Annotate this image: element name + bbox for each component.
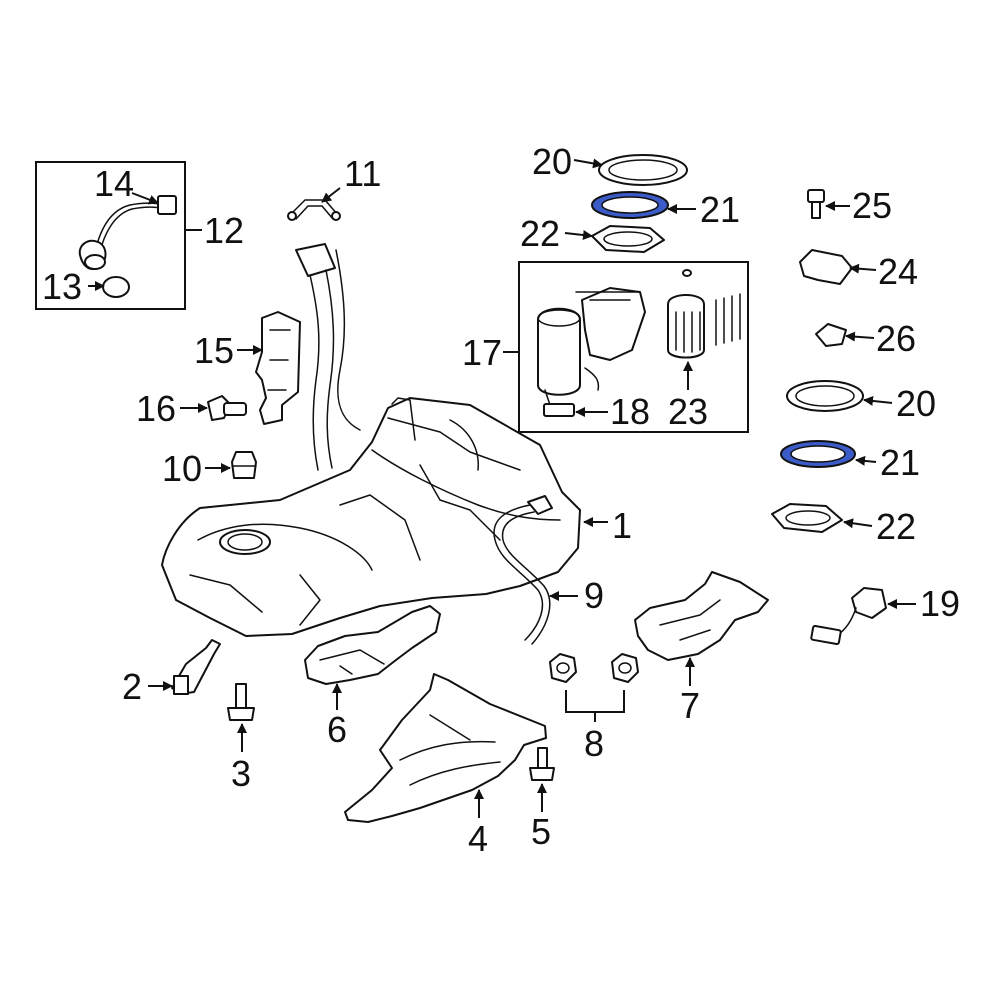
callout-10: 10 [162, 448, 202, 489]
nuts-8 [549, 653, 639, 722]
callout-2: 2 [122, 666, 142, 707]
vent-hose-11 [287, 199, 341, 221]
vent-line-9 [493, 495, 553, 645]
bolt-3 [227, 683, 255, 721]
callout-22-right: 22 [876, 506, 916, 547]
callout-1: 1 [612, 505, 632, 546]
callout-labels: 1 2 3 4 5 6 7 8 9 10 11 12 13 14 15 16 1… [42, 141, 960, 859]
callout-20-top: 20 [532, 141, 572, 182]
seal-21-right[interactable] [780, 440, 856, 468]
callout-4: 4 [468, 818, 488, 859]
heat-shield-7 [634, 571, 769, 661]
o-ring-13 [102, 276, 130, 298]
callout-13: 13 [42, 266, 82, 307]
retainer-22-top [591, 225, 665, 253]
leader-lines [88, 158, 916, 818]
callout-25: 25 [852, 185, 892, 226]
callout-6: 6 [327, 709, 347, 750]
inset-box-12 [35, 161, 186, 310]
bolt-5 [529, 747, 555, 781]
callout-26: 26 [876, 318, 916, 359]
mount-10 [231, 451, 257, 479]
callout-16: 16 [136, 388, 176, 429]
fitting-16 [207, 395, 247, 421]
callout-21-right: 21 [880, 442, 920, 483]
callout-9: 9 [584, 575, 604, 616]
callout-22-top: 22 [520, 213, 560, 254]
callout-14: 14 [94, 163, 134, 204]
lock-ring-20-right [786, 380, 864, 412]
clip-25 [807, 189, 825, 219]
callout-3: 3 [231, 753, 251, 794]
callout-17: 17 [462, 332, 502, 373]
callout-24: 24 [878, 251, 918, 292]
underbody-shield-4 [344, 673, 547, 823]
bracket-24 [799, 249, 853, 285]
callout-21-top: 21 [700, 189, 740, 230]
seal-21-top[interactable] [591, 191, 669, 219]
callout-12: 12 [204, 210, 244, 251]
sensor-18 [543, 403, 575, 417]
sensor-harness [78, 195, 177, 270]
clip-26 [815, 323, 847, 347]
callout-15: 15 [194, 330, 234, 371]
callout-20-right: 20 [896, 383, 936, 424]
retainer-22-right [771, 503, 843, 533]
filler-neck [295, 243, 361, 471]
callout-18: 18 [610, 391, 650, 432]
callout-19: 19 [920, 583, 960, 624]
filter-23 [667, 269, 741, 359]
fuel-tank [161, 397, 581, 637]
fuel-pump-17 [537, 287, 646, 406]
strap-2 [171, 639, 221, 695]
bracket-15 [255, 311, 301, 425]
callout-11: 11 [344, 153, 381, 194]
inset-box-17 [518, 261, 749, 433]
sensor-19 [810, 587, 887, 646]
callout-23: 23 [668, 391, 708, 432]
lock-ring-20-top [598, 154, 688, 186]
heat-shield-6 [304, 605, 441, 685]
callout-7: 7 [680, 685, 700, 726]
callout-8: 8 [584, 723, 604, 764]
callout-5: 5 [531, 811, 551, 852]
